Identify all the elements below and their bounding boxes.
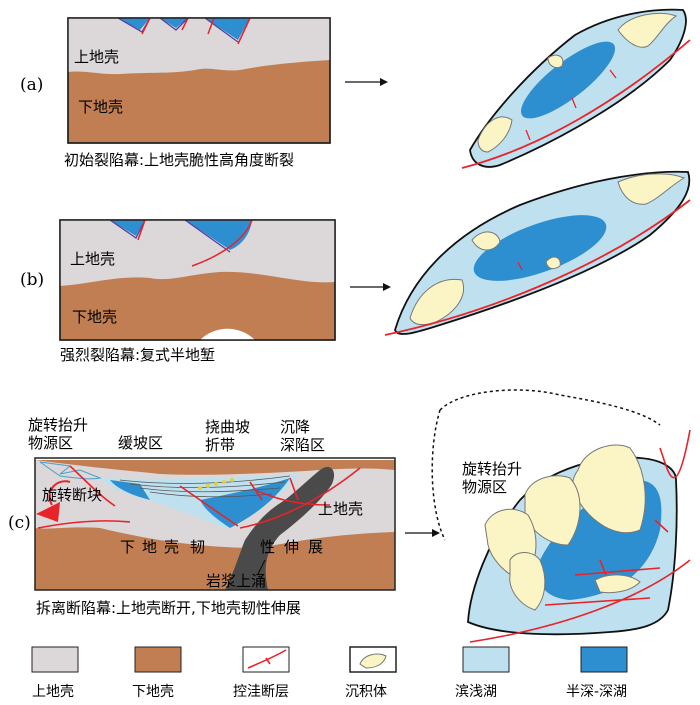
legend-item-sediment: 沉积体 — [345, 646, 397, 700]
svg-text:伸: 伸 — [284, 538, 299, 556]
panel-a-faults — [141, 17, 251, 45]
legend-item-upper-crust: 上地壳 — [31, 646, 79, 700]
legend-swatch — [462, 646, 510, 673]
legend-item-lower-crust: 下地壳 — [132, 646, 182, 700]
panel-c-map-sediment-2 — [524, 475, 581, 546]
panel-b-upper-crust — [60, 220, 335, 286]
zone-gentle: 缓坡区 — [118, 434, 163, 452]
panel-b-map-deep-lake — [473, 215, 607, 281]
panel-a-letter: (a) — [20, 75, 43, 95]
fault-symbol-icon — [247, 649, 287, 669]
legend-swatch — [580, 646, 628, 673]
legend-label: 下地壳 — [132, 683, 174, 700]
legend-label: 沉积体 — [345, 684, 387, 700]
panel-a-caption: 初始裂陷幕:上地壳脆性高角度断裂 — [64, 151, 294, 169]
zone-flex-line1: 挠曲坡 — [205, 418, 250, 436]
panel-b-map-sediment-3 — [471, 231, 501, 251]
legend-swatch — [134, 646, 182, 673]
rotation-arrow — [48, 480, 71, 506]
panel-b-faults — [137, 219, 253, 267]
panel-a-upper-crust — [68, 18, 330, 75]
panel-c-source-boundary — [439, 389, 661, 426]
panel-a-lower-label: 下地壳 — [78, 98, 123, 116]
panel-c-faults — [69, 465, 331, 527]
zone-flex-line2: 折带 — [205, 436, 235, 454]
svg-text:壳: 壳 — [164, 538, 179, 556]
panel-a-basin-2 — [160, 18, 188, 28]
panel-c-strata — [119, 475, 291, 498]
svg-text:展: 展 — [308, 538, 323, 556]
zone-rotate-line2: 物源区 — [28, 434, 73, 452]
panel-c-shallow-lake — [100, 474, 300, 528]
legend-item-deep-lake: 半深-深湖 — [566, 646, 628, 700]
panel-b-map-sediment-4 — [545, 256, 561, 270]
panel-b-caption: 强烈裂陷幕:复式半地堑 — [60, 346, 215, 364]
panel-b-upper-label: 上地壳 — [70, 250, 115, 268]
panel-a-map-sediment-3 — [547, 54, 564, 69]
panel-c-upper-label: 上地壳 — [318, 500, 363, 518]
svg-text:性: 性 — [260, 538, 275, 556]
panel-b-map-sediment-1 — [617, 173, 686, 205]
legend-item-fault: 控洼断层 — [233, 646, 290, 700]
panel-a-map-deep-lake — [520, 41, 616, 119]
panel-a-map-fault — [461, 39, 691, 169]
panel-b-magma-bulge — [200, 328, 255, 340]
panel-c-map-faults — [469, 429, 691, 643]
sediment-fan-icon — [359, 653, 387, 669]
legend: 上地壳 下地壳 控洼断层 沉积体 滨浅湖 半深-深湖 — [31, 646, 628, 700]
panel-b-map-sediment-2 — [409, 278, 464, 326]
panel-c-magma-label: 岩浆上涌 — [206, 572, 266, 590]
panel-c-caption: 拆离断陷幕:上地壳断开,下地壳韧性伸展 — [36, 599, 301, 617]
panel-b-map-fault — [384, 199, 691, 336]
panel-a-map-sediment-2 — [477, 116, 513, 153]
zone-sub-line2: 深陷区 — [280, 436, 325, 454]
panel-b-basin-1 — [110, 220, 145, 236]
panel-b: (b) 上地壳 下地壳 强烈裂陷幕:复式半地堑 — [20, 170, 691, 364]
panel-a-map-sediment-1 — [617, 12, 678, 48]
legend-swatch — [31, 646, 79, 673]
panel-a-basin-3 — [205, 18, 250, 40]
legend-item-shallow-lake: 滨浅湖 — [455, 646, 510, 700]
svg-text:地: 地 — [142, 538, 157, 556]
legend-label: 上地壳 — [32, 683, 74, 700]
panel-c-block-label: 旋转断块 — [42, 486, 102, 504]
panel-c-map-sediment-4 — [509, 552, 546, 611]
svg-text:下: 下 — [120, 538, 135, 556]
legend-label: 滨浅湖 — [455, 684, 497, 700]
panel-b-lower-label: 下地壳 — [72, 308, 117, 326]
svg-text:韧: 韧 — [190, 538, 205, 556]
zone-sub-line1: 沉降 — [280, 418, 310, 436]
panel-a: (a) 上地壳 下地壳 初始裂陷幕:上地壳脆性高角度断裂 — [20, 8, 691, 169]
panel-c-map-label-line2: 物源区 — [462, 478, 507, 496]
panel-a-upper-label: 上地壳 — [74, 48, 119, 66]
legend-label: 控洼断层 — [233, 684, 289, 700]
panel-c-lower-label: 下 地 壳 韧 性 伸 展 — [120, 538, 323, 556]
panel-c-magma — [225, 466, 335, 590]
legend-label: 半深-深湖 — [566, 684, 627, 700]
zone-rotate-line1: 旋转抬升 — [28, 416, 88, 434]
panel-c-letter: (c) — [8, 513, 31, 533]
panel-c-map-label-line1: 旋转抬升 — [462, 460, 522, 478]
panel-a-basin-1 — [118, 18, 150, 30]
panel-c: (c) 旋转抬升 物源区 缓坡区 挠曲坡 折带 沉降 深陷区 旋转断块 上地壳 — [8, 389, 691, 643]
panel-b-letter: (b) — [20, 270, 44, 290]
